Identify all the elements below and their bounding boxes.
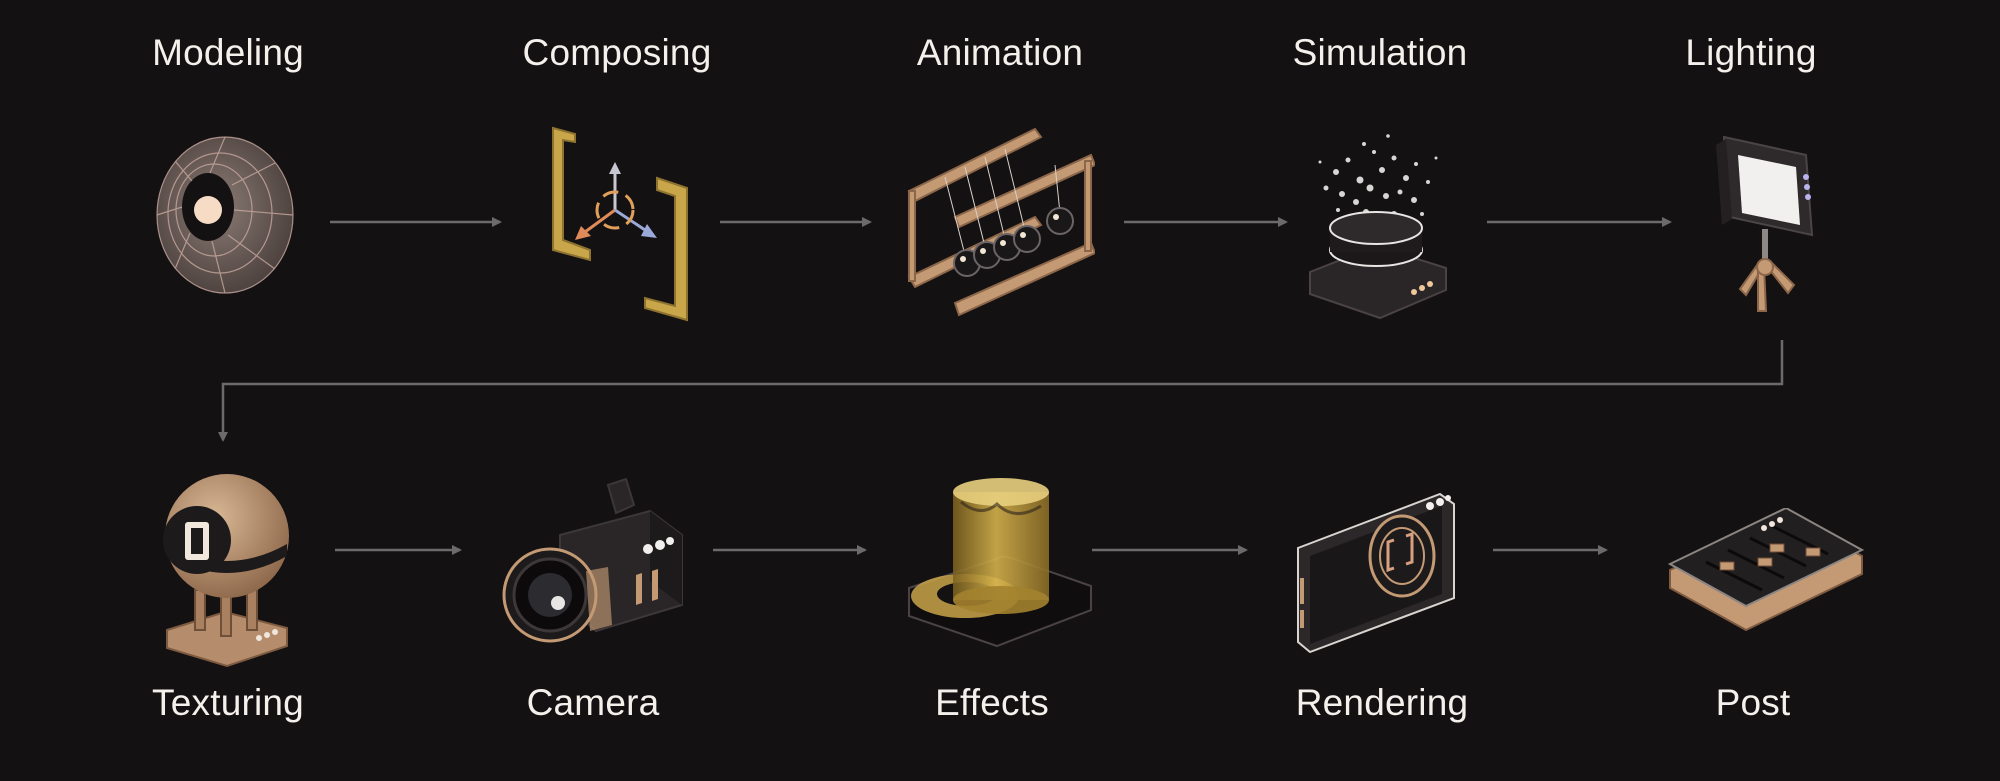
stage-label-composing: Composing — [522, 32, 712, 73]
stage-label-effects: Effects — [935, 682, 1049, 723]
newtons-cradle-icon — [907, 127, 1095, 317]
stage-label-post: Post — [1715, 682, 1791, 723]
arrow-lighting-texturing — [218, 340, 1784, 442]
mixer-board-icon — [1667, 508, 1865, 632]
stage-label-camera: Camera — [526, 682, 660, 723]
effects-cylinder-icon — [908, 478, 1092, 648]
stage-label-texturing: Texturing — [152, 682, 304, 723]
video-camera-icon — [502, 477, 683, 643]
stage-label-rendering: Rendering — [1295, 682, 1469, 723]
stage-label-animation: Animation — [916, 32, 1084, 73]
stage-label-lighting: Lighting — [1685, 32, 1817, 73]
particle-emitter-icon — [1309, 134, 1447, 320]
material-sphere-icon — [163, 474, 289, 668]
studio-light-icon — [1716, 135, 1814, 312]
wireframe-torus-icon — [156, 136, 294, 294]
stage-label-simulation: Simulation — [1292, 32, 1468, 73]
render-device-icon — [1297, 492, 1455, 654]
stage-label-modeling: Modeling — [152, 32, 304, 73]
transform-gizmo-icon — [552, 126, 688, 322]
